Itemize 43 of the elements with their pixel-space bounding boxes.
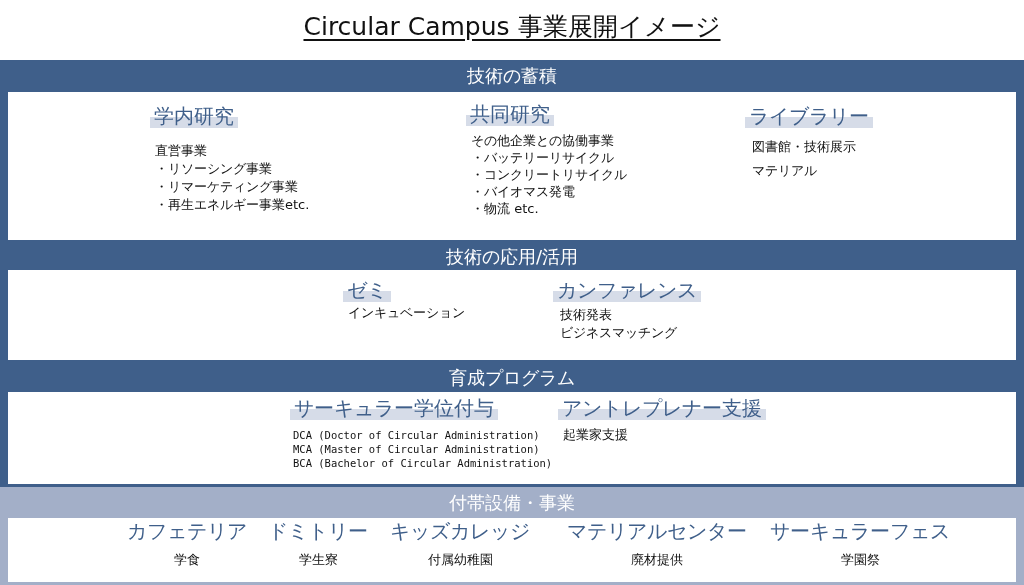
- list-item: マテリアル: [752, 162, 818, 180]
- list-item: ・物流 etc.: [471, 200, 540, 217]
- item-heading: サーキュラー学位付与: [290, 396, 498, 420]
- list-item: BCA (Bachelor of Circular Administration): [293, 456, 553, 470]
- diagram-title: Circular Campus 事業展開イメージ: [303, 12, 721, 41]
- item-description: 学生寮: [298, 551, 338, 569]
- list-item: ・リソーシング事業: [155, 160, 273, 178]
- section-band: [0, 243, 1024, 363]
- item-heading: ドミトリー: [267, 519, 369, 543]
- list-item: ・バイオマス発電: [471, 183, 576, 200]
- item-description: 学園祭: [840, 551, 880, 569]
- item-heading: ゼミ: [343, 278, 391, 302]
- list-item: ビジネスマッチング: [560, 324, 678, 342]
- item-description: 廃材提供: [631, 551, 683, 569]
- item-heading: アントレプレナー支援: [558, 396, 766, 420]
- section-band: [0, 487, 1024, 585]
- list-item: 直営事業: [155, 142, 208, 160]
- list-item: 起業家支援: [563, 426, 629, 444]
- section-heading: 技術の蓄積: [467, 65, 557, 86]
- item-heading: 学内研究: [150, 104, 238, 128]
- item-heading: サーキュラーフェス: [769, 519, 951, 543]
- list-item: ・リマーケティング事業: [155, 178, 299, 196]
- item-heading: キッズカレッジ: [389, 519, 531, 543]
- item-heading: カフェテリア: [126, 519, 248, 543]
- list-item: MCA (Master of Circular Administration): [293, 442, 541, 456]
- item-heading: 共同研究: [466, 102, 554, 126]
- item-heading: マテリアルセンター: [566, 519, 748, 543]
- list-item: ・コンクリートリサイクル: [471, 166, 627, 183]
- list-item: 技術発表: [560, 306, 613, 324]
- list-item: ・再生エネルギー事業etc.: [155, 196, 310, 214]
- list-item: ・バッテリーリサイクル: [471, 149, 615, 166]
- section-heading: 付帯設備・事業: [449, 492, 575, 513]
- section-heading: 技術の応用/活用: [445, 246, 579, 267]
- list-item: 図書館・技術展示: [752, 138, 857, 156]
- section-heading: 育成プログラム: [449, 367, 575, 388]
- list-item: DCA (Doctor of Circular Administration): [293, 428, 541, 442]
- item-description: 付属幼稚園: [427, 551, 493, 569]
- item-heading: ライブラリー: [745, 104, 873, 128]
- item-description: 学食: [174, 551, 200, 569]
- list-item: その他企業との協働事業: [471, 132, 615, 149]
- section-band: [0, 60, 1024, 243]
- list-item: インキュベーション: [348, 304, 465, 322]
- section-band: [0, 363, 1024, 487]
